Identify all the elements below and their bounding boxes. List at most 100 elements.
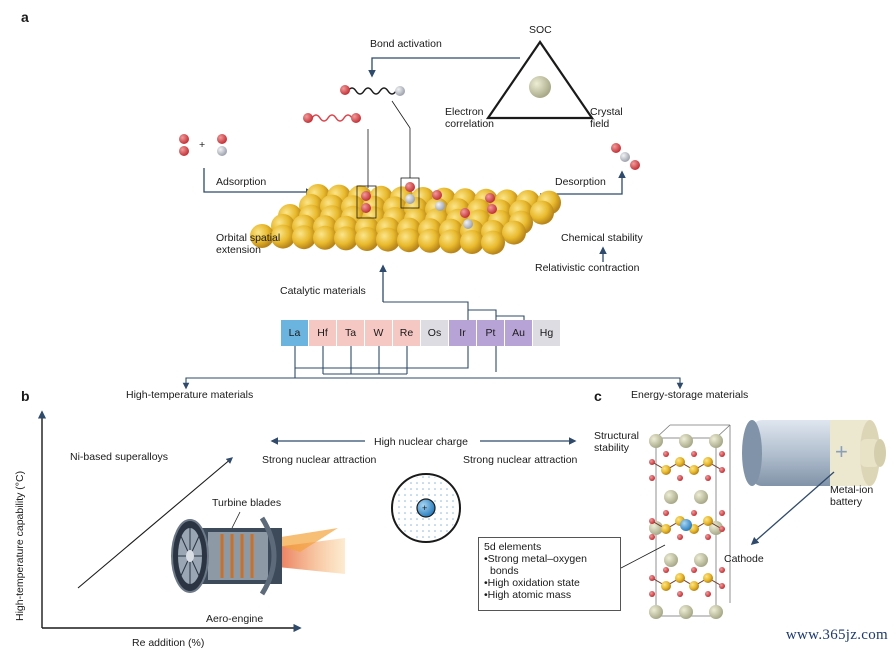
battery-illustration bbox=[742, 420, 886, 486]
element-hg: Hg bbox=[533, 320, 561, 346]
wavy-molecule-top bbox=[340, 85, 405, 96]
reactant-molecules bbox=[179, 134, 227, 156]
gold-atom bbox=[376, 227, 400, 252]
oxygen-atom bbox=[649, 518, 655, 524]
element-pt: Pt bbox=[477, 320, 505, 346]
element-la: La bbox=[281, 320, 309, 346]
element-os: Os bbox=[421, 320, 449, 346]
gold-catalyst-surface bbox=[250, 184, 561, 255]
oxygen-atom bbox=[719, 467, 725, 473]
box-item: •Strong metal–oxygen bbox=[484, 553, 587, 565]
element-hf: Hf bbox=[309, 320, 337, 346]
metal-atom bbox=[661, 465, 671, 475]
lithium-ion bbox=[649, 434, 663, 448]
gold-atom bbox=[250, 224, 274, 248]
aero-engine-label: Aero-engine bbox=[206, 613, 264, 625]
oxygen-atom bbox=[649, 591, 655, 597]
energy-storage-materials-label: Energy-storage materials bbox=[631, 389, 749, 401]
gold-atom bbox=[271, 224, 295, 249]
element-re: Re bbox=[393, 320, 421, 346]
panel-label-a: a bbox=[21, 9, 29, 25]
oxygen-atom bbox=[719, 567, 725, 573]
aero-engine-illustration bbox=[171, 511, 345, 596]
lithium-ion bbox=[664, 490, 678, 504]
element-w: W bbox=[365, 320, 393, 346]
product-molecule bbox=[611, 143, 640, 170]
element-ta: Ta bbox=[337, 320, 365, 346]
lithium-ion bbox=[649, 521, 663, 535]
gold-atom bbox=[439, 229, 463, 254]
soc-label: SOC bbox=[529, 24, 552, 36]
panel-label-b: b bbox=[21, 388, 30, 404]
watermark: www.365jz.com bbox=[785, 627, 888, 643]
desorption-arrow bbox=[540, 170, 626, 195]
metal-atom bbox=[703, 573, 713, 583]
oxygen-atom bbox=[691, 567, 697, 573]
soc-triangle bbox=[485, 40, 595, 120]
adsorption-label: Adsorption bbox=[216, 176, 267, 188]
plus-sign: + bbox=[199, 139, 206, 151]
metal-atom bbox=[661, 524, 671, 534]
catalytic-connectors bbox=[383, 301, 525, 320]
oxygen-atom bbox=[719, 583, 725, 589]
trend-arrow bbox=[77, 457, 234, 589]
oxygen-atom bbox=[663, 567, 669, 573]
high-temperature-materials-label: High-temperature materials bbox=[126, 389, 254, 401]
lithium-ion bbox=[709, 605, 723, 619]
gold-atom bbox=[397, 228, 421, 253]
oxygen-atom bbox=[705, 591, 711, 597]
dopant-atom bbox=[680, 519, 692, 531]
relativistic-contraction-label: Relativistic contraction bbox=[535, 262, 640, 274]
oxygen-atom bbox=[649, 475, 655, 481]
oxygen-atom bbox=[691, 451, 697, 457]
metal-atom bbox=[675, 573, 685, 583]
lithium-ion bbox=[664, 553, 678, 567]
metal-atom bbox=[703, 457, 713, 467]
gold-atom bbox=[313, 225, 337, 250]
catalytic-materials-label: Catalytic materials bbox=[280, 285, 366, 297]
bond-activation-label: Bond activation bbox=[370, 38, 442, 50]
cathode-label: Cathode bbox=[724, 553, 764, 565]
gold-atom bbox=[355, 227, 379, 251]
gold-atom bbox=[460, 230, 484, 254]
lithium-ion bbox=[694, 553, 708, 567]
gold-atom bbox=[334, 226, 358, 251]
branch-connectors bbox=[182, 346, 684, 390]
box-item: •High oxidation state bbox=[484, 577, 580, 589]
element-au: Au bbox=[505, 320, 533, 346]
adsorbed-molecules bbox=[356, 177, 497, 229]
lithium-ion bbox=[679, 605, 693, 619]
x-axis-label: Re addition (%) bbox=[132, 637, 205, 649]
lithium-ion bbox=[709, 521, 723, 535]
metal-atom bbox=[689, 465, 699, 475]
panel-label-c: c bbox=[594, 388, 602, 404]
box-item: bonds bbox=[490, 565, 519, 577]
metal-atom bbox=[703, 516, 713, 526]
gold-atom bbox=[481, 230, 505, 255]
oxygen-atom bbox=[649, 534, 655, 540]
oxygen-atom bbox=[719, 451, 725, 457]
oxygen-atom bbox=[691, 510, 697, 516]
box-leader-line bbox=[620, 544, 666, 569]
gold-atom bbox=[292, 225, 316, 250]
metal-atom bbox=[689, 581, 699, 591]
lithium-ion bbox=[709, 434, 723, 448]
oxygen-atom bbox=[649, 459, 655, 465]
gold-atom bbox=[502, 220, 526, 245]
lithium-ion bbox=[649, 605, 663, 619]
oxygen-atom bbox=[677, 534, 683, 540]
box-item: •High atomic mass bbox=[484, 589, 572, 601]
high-nuclear-charge-label: High nuclear charge bbox=[374, 436, 468, 448]
lithium-ion bbox=[679, 434, 693, 448]
chemical-stability-label: Chemical stability bbox=[561, 232, 643, 244]
5d-elements-box: 5d elements •Strong metal–oxygen bonds •… bbox=[478, 537, 621, 611]
strong-nuclear-attraction-right: Strong nuclear attraction bbox=[463, 454, 578, 466]
gold-atom bbox=[530, 200, 554, 225]
battery-plus-sign: + bbox=[835, 439, 848, 464]
oxygen-atom bbox=[649, 575, 655, 581]
